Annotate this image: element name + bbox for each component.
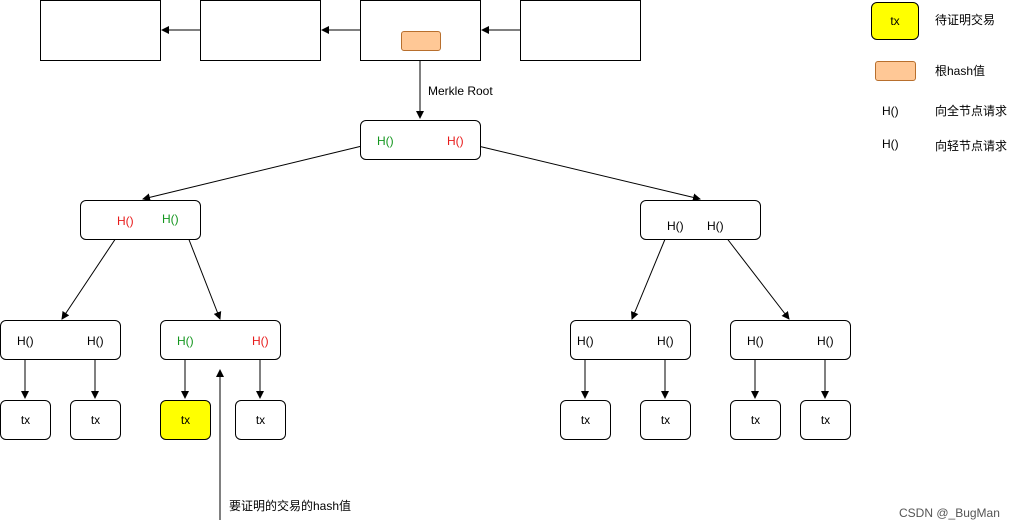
tx-7-label: tx	[750, 413, 761, 427]
legend-tx-desc: 待证明交易	[935, 13, 996, 27]
l3-3-hash-b: H()	[657, 334, 674, 348]
tx-1-label: tx	[20, 413, 31, 427]
root-to-left-arrow	[142, 145, 363, 202]
l3-1-hash-b: H()	[87, 334, 104, 348]
tx-leaf-5: tx	[560, 400, 611, 440]
block-1	[40, 0, 161, 61]
block-4	[520, 0, 641, 61]
l3-2-hash-b: H()	[252, 334, 269, 348]
root-to-right-arrow	[477, 145, 701, 202]
tx-leaf-2: tx	[70, 400, 121, 440]
root-right-hash: H()	[447, 134, 464, 148]
l2-right-to-l3d-arrow	[721, 231, 790, 320]
tx-4-label: tx	[255, 413, 266, 427]
watermark: CSDN @_BugMan	[899, 506, 1000, 520]
l3-1-hash-a: H()	[17, 334, 34, 348]
tx-leaf-1: tx	[0, 400, 51, 440]
annotation-text: 要证明的交易的hash值	[229, 499, 352, 513]
l2-left-to-l3a-arrow	[61, 231, 121, 320]
legend-tx-sample: tx	[890, 14, 900, 28]
level3-node-1: H() H()	[0, 320, 121, 360]
l3-3-hash-a: H()	[577, 334, 594, 348]
level3-node-3: H() H()	[570, 320, 691, 360]
legend-light-desc: 向轻节点请求	[935, 139, 1008, 153]
tx-leaf-6: tx	[640, 400, 691, 440]
block-2	[200, 0, 321, 61]
legend-light-sample: H()	[882, 137, 899, 151]
legend-full-sample: H()	[882, 104, 899, 118]
tx-leaf-4: tx	[235, 400, 286, 440]
legend-root-swatch	[875, 61, 916, 81]
root-left-hash: H()	[377, 134, 394, 148]
l3-4-hash-a: H()	[747, 334, 764, 348]
tx-2-label: tx	[90, 413, 101, 427]
l3-2-hash-a: H()	[177, 334, 194, 348]
tx-target-label: tx	[180, 413, 191, 427]
tx-5-label: tx	[580, 413, 591, 427]
merkle-root-label: Merkle Root	[428, 84, 493, 98]
tx-leaf-8: tx	[800, 400, 851, 440]
tx-8-label: tx	[820, 413, 831, 427]
tx-leaf-target: tx	[160, 400, 211, 440]
block-root-hash	[401, 31, 441, 51]
block-3	[360, 0, 481, 61]
l2-left-to-l3b-arrow	[185, 231, 222, 320]
tx-leaf-7: tx	[730, 400, 781, 440]
tx-6-label: tx	[660, 413, 671, 427]
level2-right-node: H() H()	[640, 200, 761, 240]
l2-right-hash-b: H()	[707, 219, 724, 233]
level3-node-4: H() H()	[730, 320, 851, 360]
legend-tx-swatch: tx	[871, 2, 919, 40]
l3-4-hash-b: H()	[817, 334, 834, 348]
level3-node-2: H() H()	[160, 320, 281, 360]
l2-left-hash-a: H()	[117, 214, 134, 228]
legend-full-desc: 向全节点请求	[935, 104, 1008, 118]
merkle-root-node: H() H()	[360, 120, 481, 160]
l2-right-hash-a: H()	[667, 219, 684, 233]
legend-root-desc: 根hash值	[935, 64, 986, 78]
level2-left-node: H() H()	[80, 200, 201, 240]
l2-left-hash-b: H()	[162, 212, 179, 226]
l2-right-to-l3c-arrow	[630, 231, 669, 320]
